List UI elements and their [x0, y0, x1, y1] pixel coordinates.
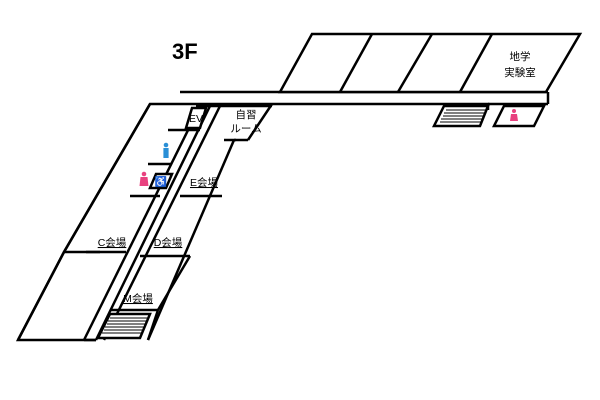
- study-room-label-2: ルーム: [230, 123, 261, 135]
- wheelchair-icon: ♿: [155, 175, 167, 188]
- stairs-icon: [440, 109, 486, 123]
- accessible-wc-box: [148, 172, 174, 190]
- hall-d-label: D会場: [154, 236, 183, 249]
- left-column-line: [82, 105, 202, 341]
- female-restroom-icon: [510, 109, 518, 121]
- geo-lab-label-1: 地学: [510, 50, 531, 63]
- female-restroom-icon: [139, 171, 149, 186]
- room-divider-3: [458, 33, 494, 93]
- geo-lab-label-2: 実験室: [504, 66, 536, 79]
- restroom-top-right: [491, 104, 547, 128]
- stairs-icon: [102, 317, 148, 334]
- male-restroom-icon: [163, 142, 169, 158]
- study-right-wall: [246, 103, 274, 141]
- hall-c-label: C会場: [98, 236, 127, 249]
- top-room-strip: [277, 32, 583, 94]
- hall-m-right-lower: [146, 309, 160, 341]
- stairs-bottom: [95, 312, 152, 340]
- study-room-label-1: 自習: [236, 108, 257, 121]
- left-wing-wall-lower: [16, 251, 66, 341]
- ev-box: [184, 106, 208, 130]
- hall-e-label: E会場: [190, 176, 219, 189]
- room-divider-1: [338, 33, 374, 93]
- floor-label: 3F: [172, 39, 198, 64]
- ev-label: EV: [189, 113, 203, 125]
- room-divider-2: [396, 33, 434, 93]
- hall-m-right: [156, 255, 192, 311]
- hall-m-label: M会場: [123, 292, 153, 305]
- mid-corridor-line: [102, 105, 222, 341]
- right-corridor-line: [146, 139, 236, 341]
- left-corridor-line: [94, 105, 212, 341]
- left-wing-wall: [62, 103, 152, 253]
